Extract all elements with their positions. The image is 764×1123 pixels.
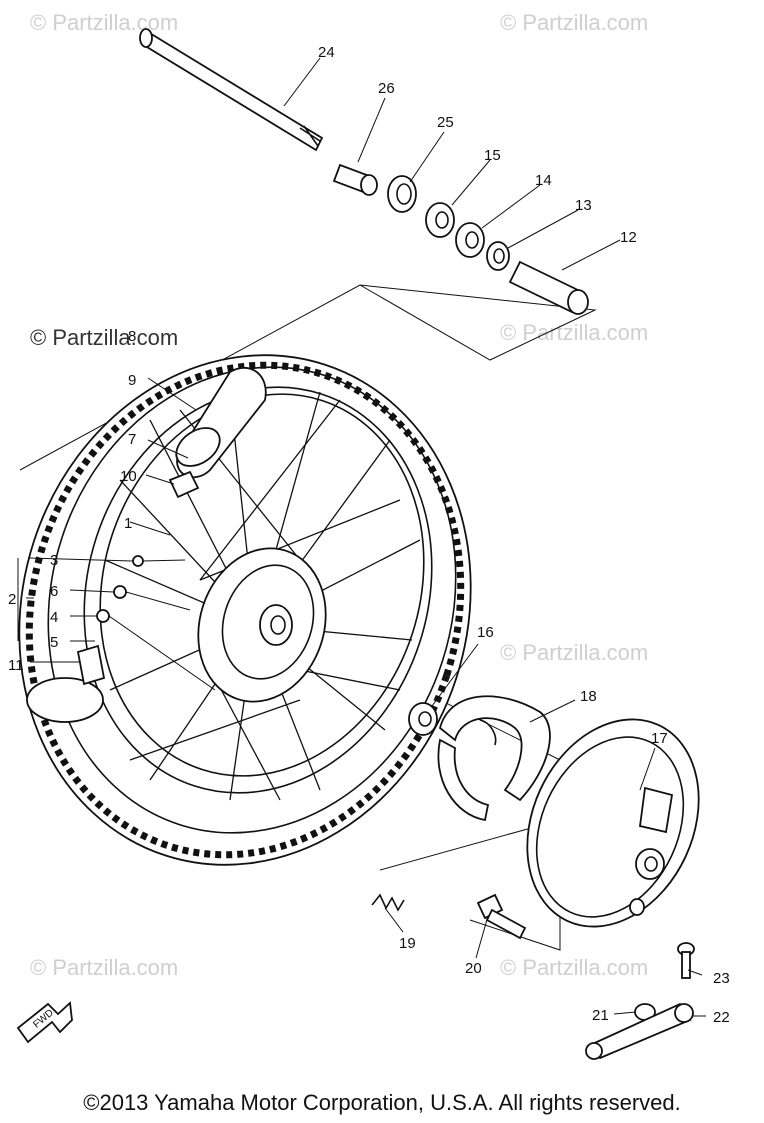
callout-8: 8 <box>128 328 136 345</box>
spring-19 <box>371 893 405 912</box>
callout-22: 22 <box>713 1009 730 1026</box>
brake-shoe-plate-17 <box>526 718 700 928</box>
callout-14: 14 <box>535 172 552 189</box>
watermark: © Partzilla.com <box>30 955 178 980</box>
callout-7: 7 <box>128 431 136 448</box>
callout-18: 18 <box>580 688 597 705</box>
callout-23: 23 <box>713 970 730 987</box>
watermarks: © Partzilla.com © Partzilla.com © Partzi… <box>30 10 648 980</box>
callout-3: 3 <box>50 552 58 569</box>
callout-1: 1 <box>124 515 132 532</box>
callout-26: 26 <box>378 80 395 97</box>
callout-13: 13 <box>575 197 592 214</box>
callout-6: 6 <box>50 583 58 600</box>
brake-camshaft-20 <box>476 893 527 940</box>
oil-seal-16 <box>408 702 438 736</box>
valve-stem-11 <box>76 644 106 686</box>
callout-10: 10 <box>120 468 137 485</box>
callout-5: 5 <box>50 634 58 651</box>
callout-15: 15 <box>484 147 501 164</box>
callout-21: 21 <box>592 1007 609 1024</box>
bearing-14 <box>455 222 485 258</box>
front-wheel <box>18 354 472 866</box>
watermark: © Partzilla.com <box>500 955 648 980</box>
oil-seal-25 <box>387 175 417 213</box>
wheel-hub <box>197 547 327 703</box>
watermark: © Partzilla.com <box>500 320 648 345</box>
tube-and-rim-band <box>168 366 267 499</box>
callout-19: 19 <box>399 935 416 952</box>
fwd-arrow: FWD <box>16 1001 73 1044</box>
callout-20: 20 <box>465 960 482 977</box>
callout-24: 24 <box>318 44 335 61</box>
callout-11: 11 <box>8 657 24 674</box>
brake-shoe-18 <box>437 695 551 822</box>
watermark: © Partzilla.com <box>500 640 648 665</box>
callout-2: 2 <box>8 591 16 608</box>
collar-26 <box>332 163 378 196</box>
callout-9: 9 <box>128 372 136 389</box>
spacer-flange-13 <box>486 241 510 271</box>
front-axle <box>139 28 324 152</box>
tire-tread <box>25 361 465 859</box>
cam-lever-22 <box>585 1002 694 1060</box>
leader-lines <box>17 57 706 1017</box>
callout-16: 16 <box>477 624 494 641</box>
bolt-23 <box>677 942 695 979</box>
callout-25: 25 <box>437 114 454 131</box>
copyright-notice: ©2013 Yamaha Motor Corporation, U.S.A. A… <box>83 1090 681 1115</box>
bearing-15 <box>425 202 455 238</box>
watermark: © Partzilla.com <box>500 10 648 35</box>
callout-numbers: 24 26 25 15 14 13 12 8 9 7 10 1 3 2 6 4 … <box>8 44 730 1026</box>
watermark: © Partzilla.com <box>30 325 178 350</box>
spacer-12 <box>508 260 589 315</box>
callout-17: 17 <box>651 730 668 747</box>
callout-4: 4 <box>50 609 58 626</box>
watermark: © Partzilla.com <box>30 10 178 35</box>
callout-12: 12 <box>620 229 637 246</box>
